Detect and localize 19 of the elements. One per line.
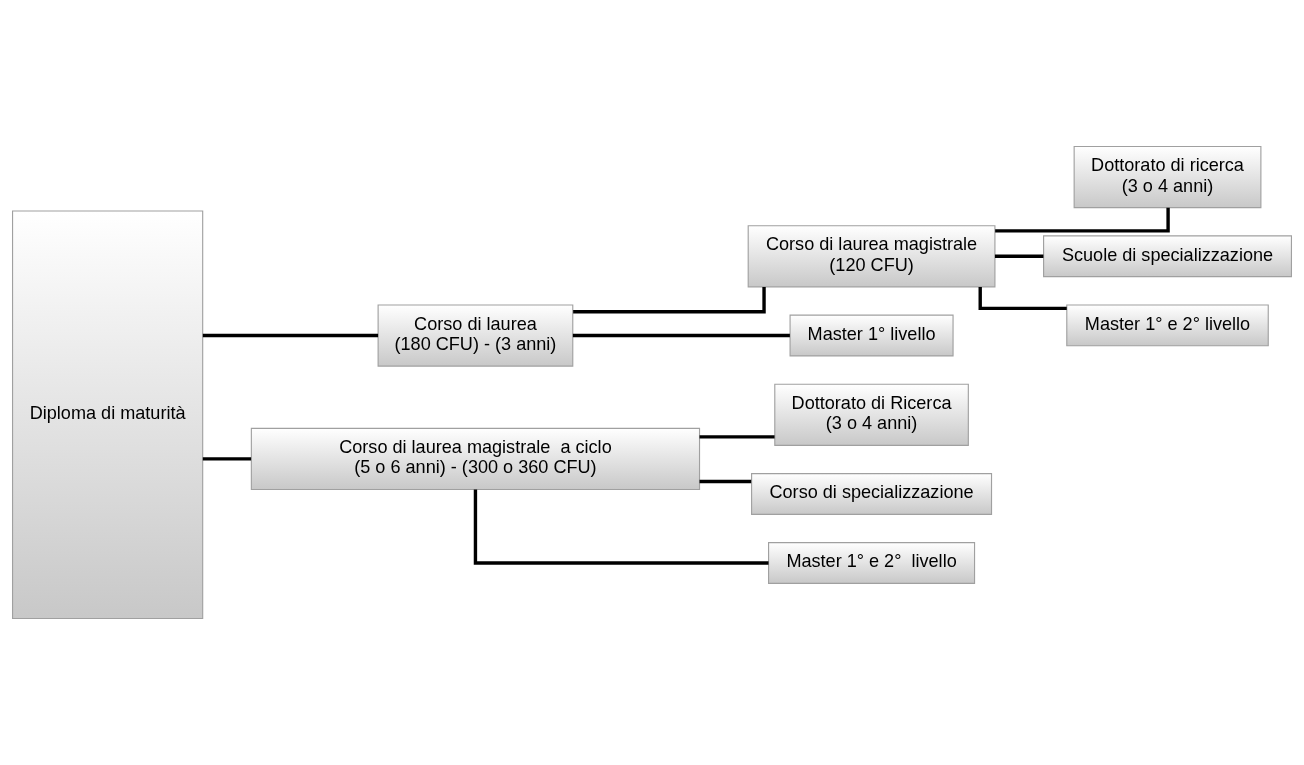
node-box: Dottorato di Ricerca (3 o 4 anni) — [774, 383, 969, 446]
connector — [699, 479, 752, 484]
connector — [202, 457, 252, 461]
connector — [202, 333, 379, 338]
node-box: Master 1° e 2° livello — [1066, 304, 1269, 347]
node-box: Corso di specializzazione — [751, 473, 993, 515]
node-box: Scuole di specializzazione — [1043, 235, 1292, 278]
connector — [994, 254, 1044, 258]
node-box: Master 1° e 2° livello — [768, 542, 976, 584]
connector — [473, 489, 769, 565]
connector — [573, 286, 766, 314]
node-box: Corso di laurea magistrale a ciclo (5 o 6 anni) - (300 o 360 CFU) — [250, 427, 701, 490]
node-box: Diploma di maturità — [12, 210, 204, 620]
node-box: Dottorato di ricerca (3 o 4 anni) — [1073, 145, 1262, 209]
node-box: Corso di laurea magistrale (120 CFU) — [747, 225, 996, 288]
node-box: Corso di laurea (180 CFU) - (3 anni) — [377, 304, 574, 367]
connector — [572, 333, 790, 338]
connector — [699, 435, 775, 439]
node-box: Master 1° livello — [789, 314, 954, 357]
